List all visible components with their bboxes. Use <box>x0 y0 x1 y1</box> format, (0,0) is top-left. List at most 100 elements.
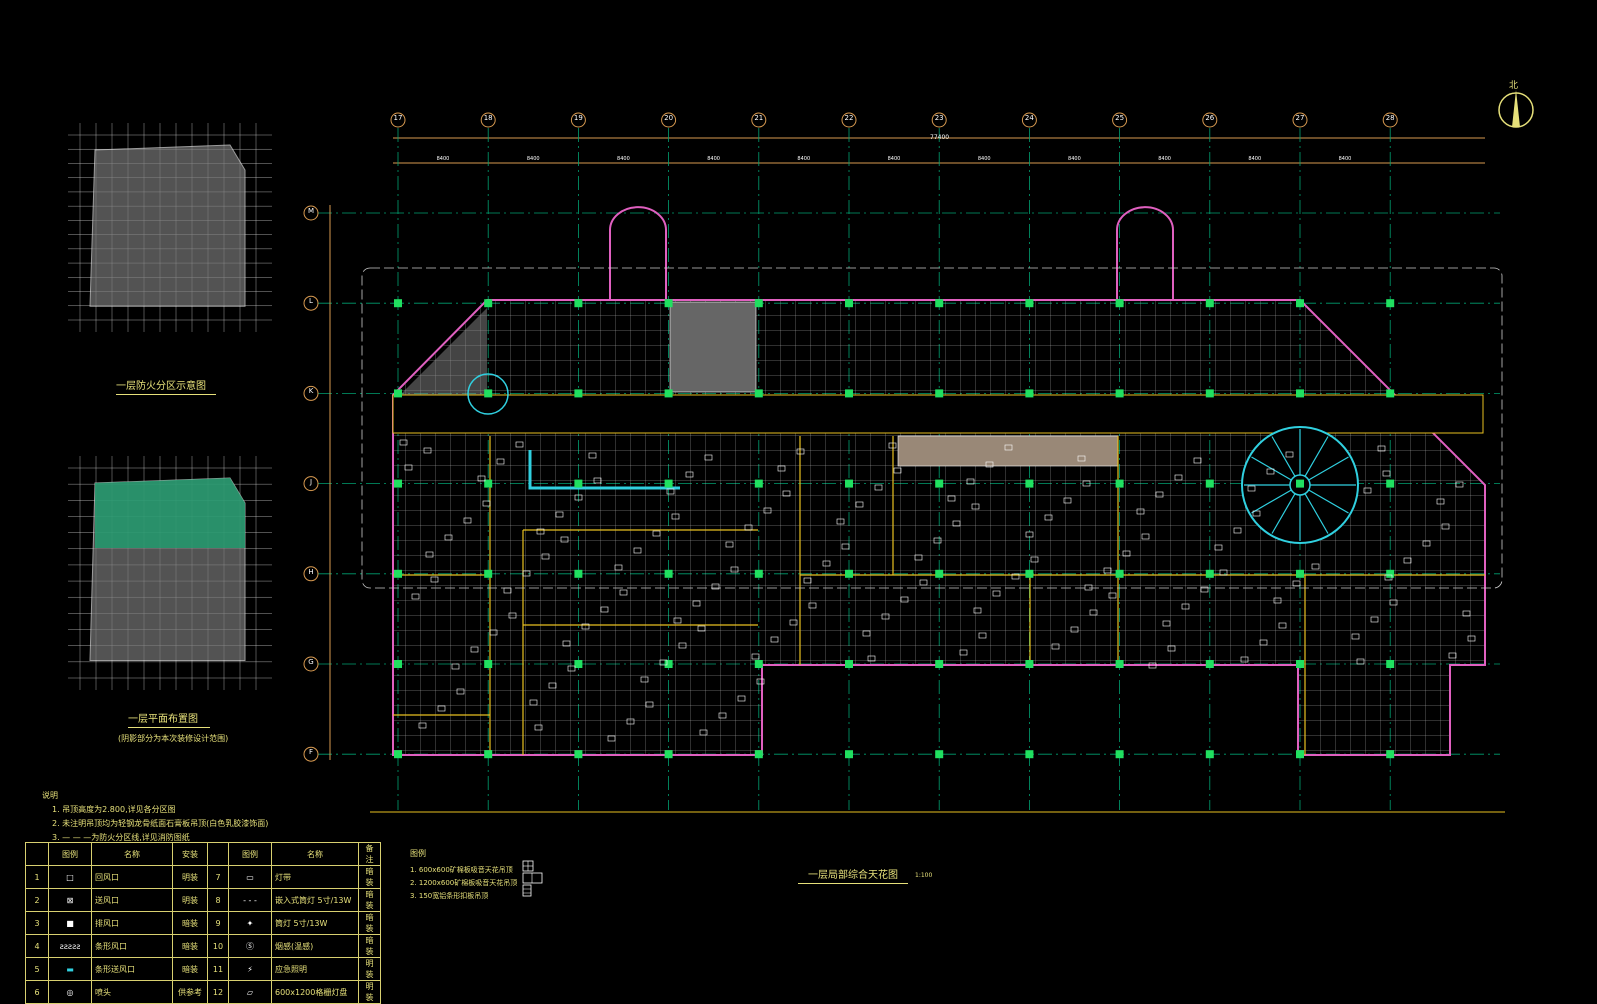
air-diffuser <box>1292 580 1301 587</box>
legend-header: 名称 <box>91 842 173 866</box>
legend-symbol-icon: ✦ <box>228 911 272 935</box>
air-diffuser <box>652 530 661 537</box>
air-diffuser <box>463 517 472 524</box>
air-diffuser <box>425 551 434 558</box>
bay-dimension-text: 8400 <box>707 156 720 162</box>
structural-column <box>664 389 673 398</box>
structural-column <box>1115 569 1124 578</box>
air-diffuser <box>470 646 479 653</box>
air-diffuser <box>482 500 491 507</box>
structural-column <box>664 299 673 308</box>
circle-spoke <box>1271 436 1296 477</box>
stair-bay-left <box>609 206 667 300</box>
legend-symbol-icon: ◎ <box>48 980 92 1004</box>
row-axis-label: K <box>308 387 314 396</box>
duct-run <box>528 450 680 490</box>
ceiling-legend-item: 2. 1200x600矿棉板吸音天花吊顶 <box>410 879 518 887</box>
legend-note: 暗装 <box>358 911 381 935</box>
structural-column <box>394 750 402 759</box>
air-diffuser <box>1030 556 1039 563</box>
legend-header-row: 图例 名称 安装 图例 名称 备注 <box>25 842 381 866</box>
air-diffuser <box>581 623 590 630</box>
design-scope-shading <box>95 478 245 548</box>
column-axis-label: 25 <box>1115 114 1125 122</box>
air-diffuser <box>971 503 980 510</box>
air-diffuser <box>1247 485 1256 492</box>
circle-spoke <box>1271 493 1296 534</box>
legend-number: 4 <box>25 934 49 958</box>
structural-column <box>394 479 402 488</box>
air-diffuser <box>704 454 713 461</box>
structural-column <box>935 660 944 668</box>
structural-column <box>935 750 944 759</box>
air-diffuser <box>1141 533 1150 540</box>
air-diffuser <box>1252 510 1261 517</box>
air-diffuser <box>808 602 817 609</box>
key-plan-2-title: 一层平面布置图 <box>128 710 210 728</box>
structural-column <box>1296 750 1304 759</box>
column-axis-label: 20 <box>664 114 674 122</box>
circle-spoke <box>1308 456 1349 481</box>
legend-note: 明装 <box>358 980 381 1004</box>
air-diffuser <box>699 729 708 736</box>
air-diffuser <box>881 613 890 620</box>
structural-column <box>484 389 493 398</box>
key-plan-2-subtitle: (阴影部分为本次装修设计范围) <box>118 734 229 743</box>
air-diffuser <box>404 464 413 471</box>
legend-number: 5 <box>25 957 49 981</box>
structural-column <box>1115 479 1124 488</box>
structural-column <box>845 660 853 668</box>
air-diffuser <box>900 596 909 603</box>
legend-header <box>207 842 229 866</box>
bay-dimension-text: 8400 <box>617 156 630 162</box>
structural-column <box>394 299 402 308</box>
structural-column <box>1386 750 1395 759</box>
structural-column <box>664 660 673 668</box>
air-diffuser <box>444 534 453 541</box>
air-diffuser <box>451 663 460 670</box>
column-axis-label: 17 <box>393 114 403 122</box>
air-diffuser <box>692 600 701 607</box>
structural-column <box>1296 389 1304 398</box>
legend-number: 1 <box>25 865 49 889</box>
air-diffuser <box>803 577 812 584</box>
air-diffuser <box>874 484 883 491</box>
column-axis-label: 23 <box>934 114 944 122</box>
legend-symbol-icon: Ⓢ <box>228 934 272 958</box>
structural-column <box>1296 299 1304 308</box>
legend-symbol-icon: ⚡ <box>228 957 272 981</box>
legend-number: 2 <box>25 888 49 912</box>
structural-column <box>1205 479 1214 488</box>
air-diffuser <box>600 606 609 613</box>
air-diffuser <box>1467 635 1476 642</box>
column-axis-label: 21 <box>754 114 764 122</box>
air-diffuser <box>782 490 791 497</box>
legend-symbol-icon: ƨƨƨƨƨ <box>48 934 92 958</box>
structural-column <box>394 660 402 668</box>
air-diffuser <box>1422 540 1431 547</box>
legend-name: 烟感(温感) <box>271 934 359 958</box>
air-diffuser <box>1011 573 1020 580</box>
bay-dimension-text: 8400 <box>797 156 810 162</box>
air-diffuser <box>1351 633 1360 640</box>
bay-dimension-text: 8400 <box>1248 156 1261 162</box>
note-3: 3. — — —为防火分区线,详见消防图纸 <box>52 833 190 842</box>
legend-name: 嵌入式筒灯 5寸/13W <box>271 888 359 912</box>
air-diffuser <box>730 566 739 573</box>
structural-column <box>394 389 402 398</box>
structural-column <box>664 479 673 488</box>
air-diffuser <box>744 524 753 531</box>
air-diffuser <box>1382 470 1391 477</box>
air-diffuser <box>1181 603 1190 610</box>
legend-note: 暗装 <box>358 865 381 889</box>
air-diffuser <box>515 441 524 448</box>
column-axis-label: 28 <box>1385 114 1395 122</box>
structural-column <box>484 299 493 308</box>
structural-column <box>845 389 853 398</box>
air-diffuser <box>619 589 628 596</box>
column-axis-label: 19 <box>573 114 583 122</box>
air-diffuser <box>796 448 805 455</box>
